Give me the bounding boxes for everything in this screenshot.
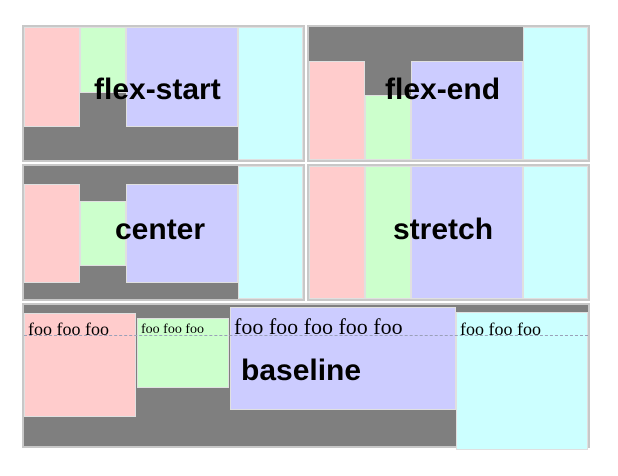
- panel-label: baseline: [241, 354, 362, 387]
- box-blue: [411, 61, 523, 160]
- box-cyan: [238, 27, 303, 160]
- box-green: [365, 95, 411, 160]
- box-pink: [309, 61, 365, 160]
- panel-baseline: foo foo foo foo foo foo foo foo foo foo …: [22, 303, 590, 450]
- panel-flex-start: flex-start: [22, 25, 305, 162]
- box-green: [80, 201, 126, 266]
- foo-text: foo foo foo: [460, 319, 541, 339]
- foo-text: foo foo foo: [141, 322, 204, 337]
- box-blue: [230, 307, 456, 410]
- panel-center: center: [22, 164, 305, 301]
- box-cyan: [523, 166, 588, 299]
- box-blue: [126, 184, 238, 283]
- box-green: [80, 27, 126, 93]
- panel-stretch: stretch: [307, 164, 590, 301]
- box-pink: [24, 27, 80, 127]
- box-cyan: [238, 166, 303, 299]
- box-blue: [411, 166, 523, 299]
- box-pink: [24, 313, 136, 417]
- box-green: [137, 318, 229, 388]
- panel-label: flex-end: [385, 73, 501, 106]
- panel-label: stretch: [393, 213, 494, 246]
- box-pink: [24, 184, 80, 283]
- foo-text: foo foo foo: [28, 319, 109, 339]
- box-cyan: [523, 27, 588, 160]
- box-green: [365, 166, 411, 299]
- panel-flex-end: flex-end: [307, 25, 590, 162]
- baseline-guide: [24, 335, 588, 336]
- box-pink: [309, 166, 365, 299]
- panel-label: flex-start: [94, 73, 221, 106]
- panel-label: center: [115, 213, 206, 246]
- box-blue: [126, 27, 238, 127]
- foo-text: foo foo foo foo foo: [234, 314, 403, 339]
